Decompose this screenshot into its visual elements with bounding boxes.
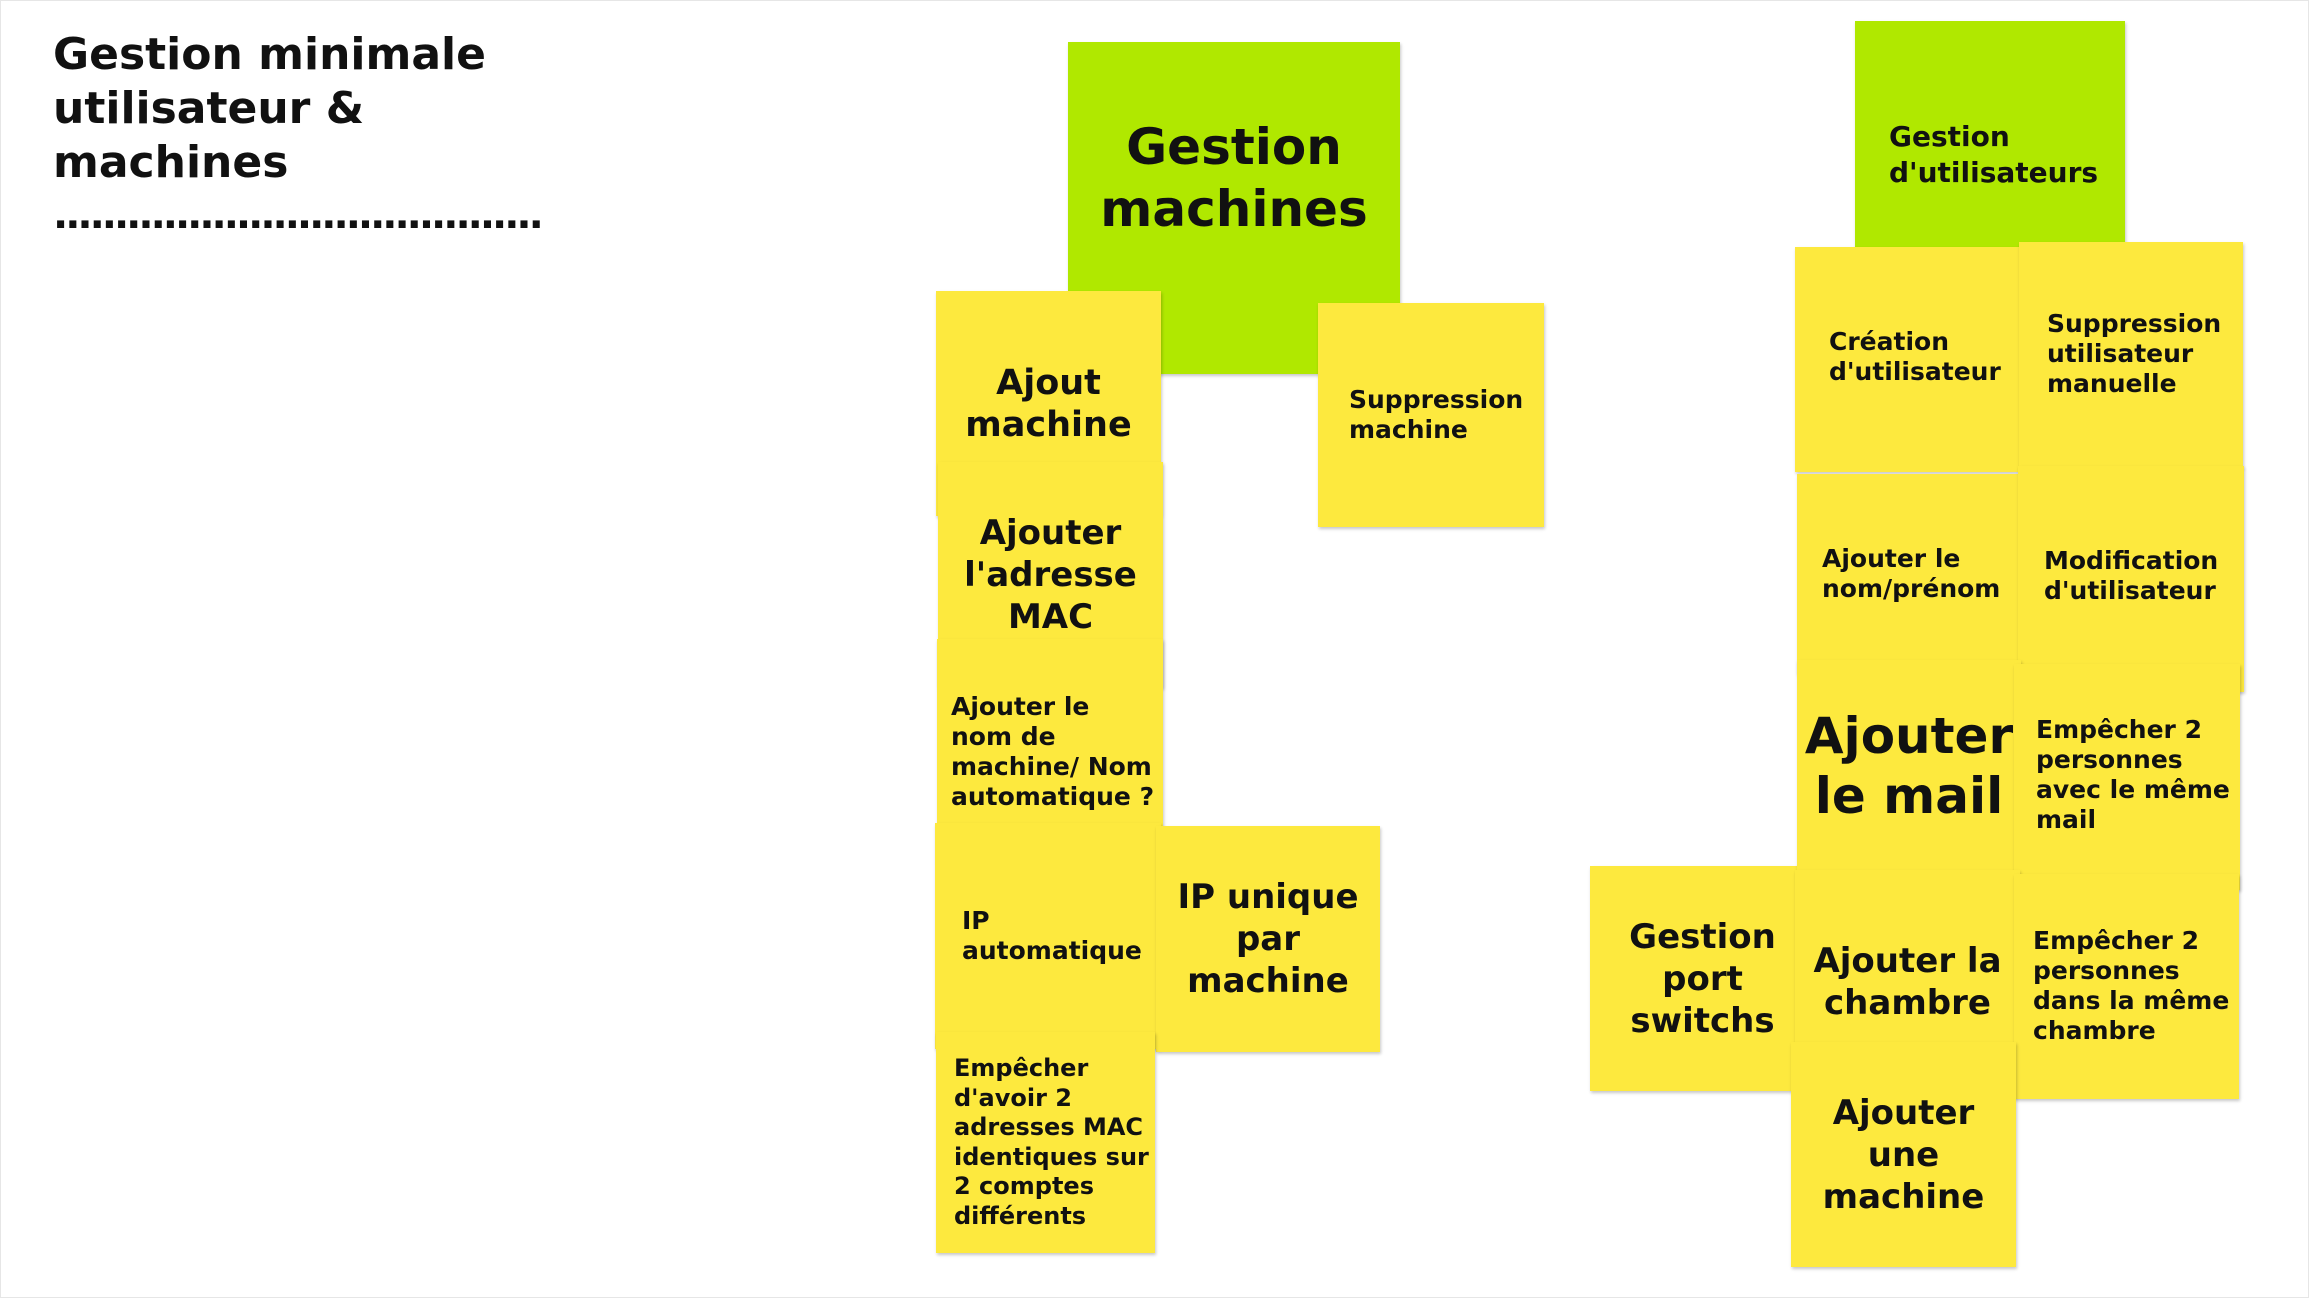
sticky-text: Ajouter le mail <box>1804 707 2014 825</box>
sticky-ip-automatique[interactable]: IP automatique <box>935 823 1161 1049</box>
title-dotted-underline: ........................................ <box>53 192 544 238</box>
sticky-text: Ajout machine <box>965 362 1132 445</box>
sticky-text: Gestion machines <box>1100 118 1368 238</box>
sticky-text: Ajouter le nom/prénom <box>1822 544 2001 603</box>
sticky-gestion-port-switchs[interactable]: Gestion port switchs <box>1590 866 1815 1091</box>
sticky-text: Création d'utilisateur <box>1829 327 2001 386</box>
sticky-text: IP automatique <box>962 906 1142 965</box>
sticky-ip-unique[interactable]: IP unique par machine <box>1156 826 1380 1052</box>
sticky-ajouter-mail[interactable]: Ajouter le mail <box>1797 660 2021 886</box>
board-title: Gestion minimale utilisateur & machines <box>53 29 486 188</box>
sticky-text: Empêcher 2 personnes dans la même chambr… <box>2033 926 2230 1045</box>
sticky-text: IP unique par machine <box>1177 877 1359 1001</box>
sticky-empecher-mac[interactable]: Empêcher d'avoir 2 adresses MAC identiqu… <box>936 1032 1155 1253</box>
sticky-text: Ajouter la chambre <box>1813 941 2002 1023</box>
sticky-empecher-chambre[interactable]: Empêcher 2 personnes dans la même chambr… <box>2014 874 2239 1099</box>
sticky-text: Ajouter le nom de machine/ Nom automatiq… <box>951 692 1155 811</box>
sticky-text: Suppression utilisateur manuelle <box>2047 309 2222 398</box>
sticky-ajouter-nom-prenom[interactable]: Ajouter le nom/prénom <box>1797 474 2020 674</box>
sticky-modification-utilisateur[interactable]: Modification d'utilisateur <box>2018 466 2244 692</box>
sticky-suppression-utilisateur[interactable]: Suppression utilisateur manuelle <box>2019 242 2243 468</box>
sticky-text: Ajouter une machine <box>1822 1092 1985 1217</box>
sticky-text: Suppression machine <box>1349 385 1524 444</box>
sticky-text: Gestion d'utilisateurs <box>1889 120 2099 189</box>
sticky-text: Gestion port switchs <box>1629 916 1776 1041</box>
sticky-text: Ajouter l'adresse MAC <box>964 513 1137 637</box>
sticky-ajouter-machine[interactable]: Ajouter une machine <box>1791 1042 2016 1267</box>
sticky-text: Modification d'utilisateur <box>2044 546 2219 605</box>
sticky-empecher-mail[interactable]: Empêcher 2 personnes avec le même mail <box>2014 664 2240 890</box>
sticky-creation-utilisateur[interactable]: Création d'utilisateur <box>1795 247 2020 472</box>
sticky-suppression-machine[interactable]: Suppression machine <box>1318 303 1544 527</box>
sticky-text: Empêcher d'avoir 2 adresses MAC identiqu… <box>954 1054 1149 1230</box>
sticky-text: Empêcher 2 personnes avec le même mail <box>2036 715 2230 834</box>
